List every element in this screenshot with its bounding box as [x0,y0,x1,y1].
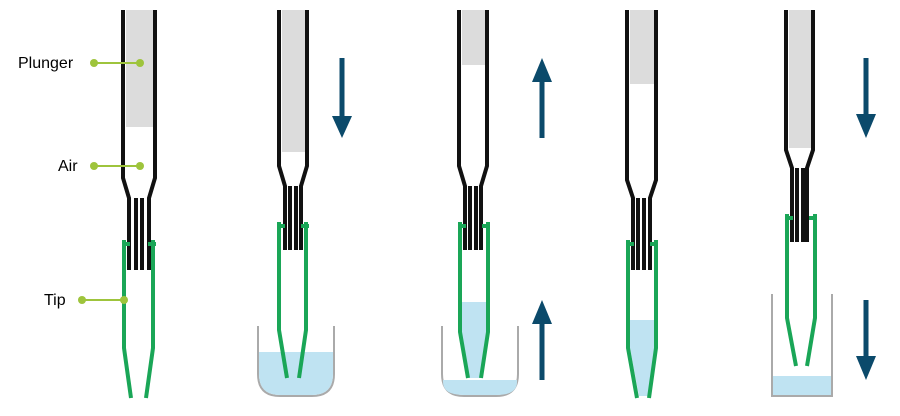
pipette-barrel [625,10,658,270]
pipette-tip [277,222,309,379]
plunger-callout-end [136,59,144,67]
liquid [773,376,831,395]
plunger-label: Plunger [18,55,74,72]
arrow-down-top [856,58,876,138]
barrel-inner-wall [288,186,298,250]
barrel-inner-wall [795,168,805,242]
liquid-container [771,294,833,397]
plunger [462,10,485,65]
pipette-barrel [277,10,309,250]
arrow-down-bottom [856,300,876,380]
air-label: Air [58,158,78,175]
arrow-up-top [532,58,552,138]
step-5 [771,10,876,397]
arrow-up-bottom [532,300,552,380]
pipette-barrel [121,10,157,270]
pipette-barrel [784,10,815,242]
tip-label: Tip [44,292,66,309]
liquid-in-tip [462,302,488,378]
plunger [630,10,654,84]
barrel-inner-wall [468,186,478,250]
pipette-tip [785,214,817,367]
liquid [259,352,333,395]
plunger [789,10,811,148]
air-callout-end [136,162,144,170]
step-3 [441,10,552,397]
tip-callout-dot [78,296,86,304]
barrel-inner-wall [134,198,144,270]
barrel-inner-wall [636,198,646,270]
plunger-callout-dot [90,59,98,67]
pipette-barrel [457,10,489,250]
pipette-tip [626,240,658,399]
pipette-tip [122,240,156,399]
liquid [443,380,517,395]
liquid-container [257,326,335,397]
step-4 [625,10,658,399]
liquid-in-tip [630,320,656,396]
plunger [126,10,153,127]
pipette-tip [458,222,490,379]
tip-callout-end [120,296,128,304]
air-callout-dot [90,162,98,170]
step-2 [257,10,352,397]
arrow-down [332,58,352,138]
plunger [282,10,305,152]
step-1: Plunger Air Tip [18,10,157,399]
